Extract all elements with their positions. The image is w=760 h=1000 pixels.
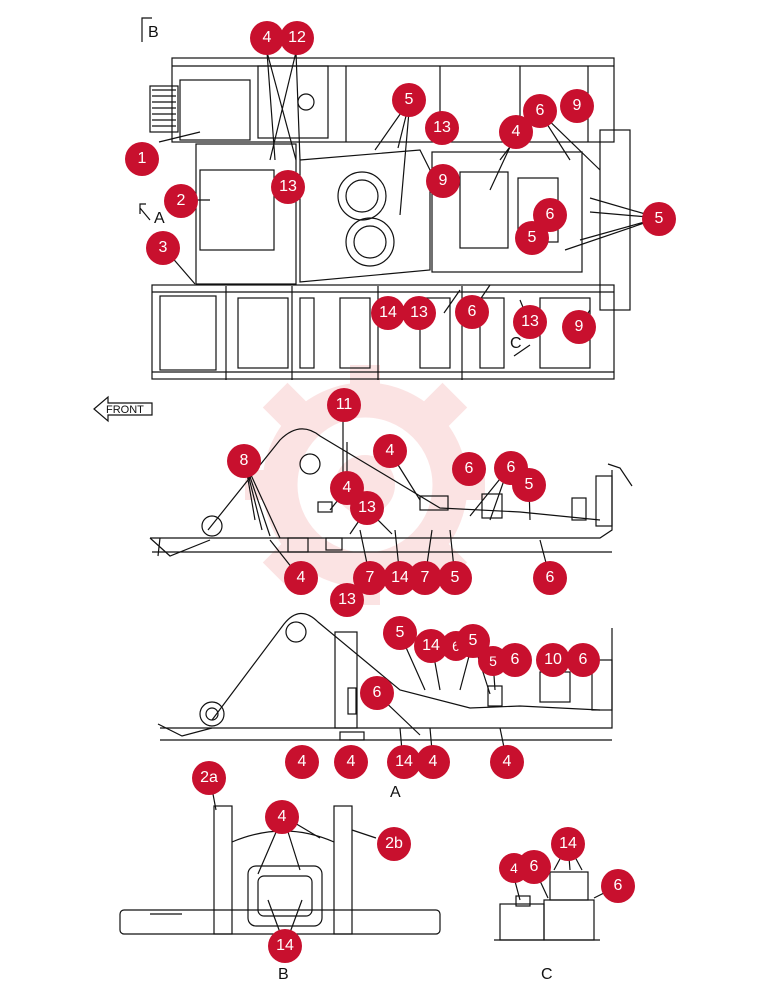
- callout: 9: [562, 310, 596, 344]
- callout: 11: [327, 388, 361, 422]
- callout: 7: [408, 561, 442, 595]
- callout: 6: [523, 94, 557, 128]
- callout: 6: [498, 643, 532, 677]
- callout: 2b: [377, 827, 411, 861]
- callout: 5: [512, 468, 546, 502]
- callout: 6: [452, 452, 486, 486]
- callout: 6: [566, 643, 600, 677]
- callout: 13: [350, 491, 384, 525]
- callout: 14: [387, 745, 421, 779]
- callout: 4: [416, 745, 450, 779]
- callout: 4: [265, 800, 299, 834]
- callout: 5: [515, 221, 549, 255]
- callout: 3: [146, 231, 180, 265]
- section-c-label: C: [541, 966, 553, 983]
- callout: 10: [536, 643, 570, 677]
- callout: 8: [227, 444, 261, 478]
- view-c-marker: C: [510, 335, 522, 352]
- callout: 6: [360, 676, 394, 710]
- view-a-marker: A: [154, 210, 165, 227]
- callout: 14: [551, 827, 585, 861]
- view-b-marker: B: [148, 24, 159, 41]
- callout: 2a: [192, 761, 226, 795]
- callout: 5: [383, 616, 417, 650]
- section-a-label: A: [390, 784, 401, 801]
- callout: 13: [330, 583, 364, 617]
- callout: 4: [285, 745, 319, 779]
- callout: 5: [392, 83, 426, 117]
- callout: 4: [373, 434, 407, 468]
- callout: 1: [125, 142, 159, 176]
- callout: 13: [402, 296, 436, 330]
- callout: 6: [601, 869, 635, 903]
- callout: 9: [560, 89, 594, 123]
- callout: 6: [533, 561, 567, 595]
- callout: 13: [425, 111, 459, 145]
- callout: 14: [268, 929, 302, 963]
- front-arrow-icon: [93, 395, 153, 423]
- callout: 4: [334, 745, 368, 779]
- callout: 4: [490, 745, 524, 779]
- callout: 2: [164, 184, 198, 218]
- callout: 4: [330, 471, 364, 505]
- callout: 6: [455, 295, 489, 329]
- callout: 13: [513, 305, 547, 339]
- callout: 12: [280, 21, 314, 55]
- callout: 5: [642, 202, 676, 236]
- section-b-label: B: [278, 966, 289, 983]
- callout: 9: [426, 164, 460, 198]
- callout: 13: [271, 170, 305, 204]
- callout: 14: [371, 296, 405, 330]
- callout: 5: [438, 561, 472, 595]
- callout: 4: [284, 561, 318, 595]
- callout: 4: [250, 21, 284, 55]
- callout: 6: [517, 850, 551, 884]
- front-label: FRONT: [106, 404, 144, 416]
